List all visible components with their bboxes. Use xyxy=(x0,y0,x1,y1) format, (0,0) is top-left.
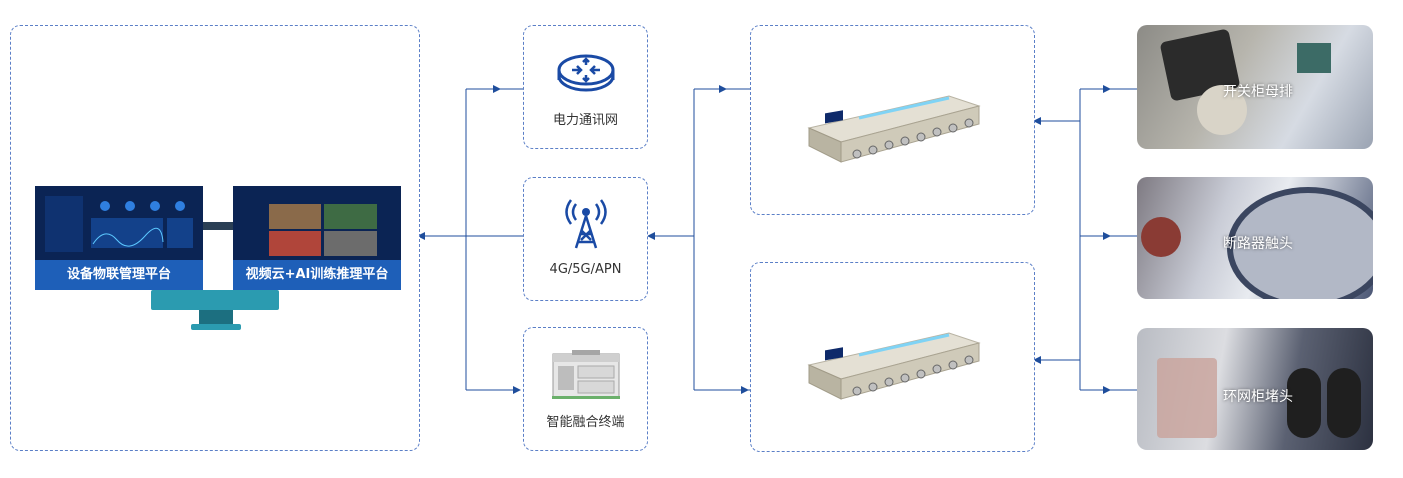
network-box-terminal: 智能融合终端 xyxy=(523,327,648,451)
network-label-power-comm: 电力通讯网 xyxy=(552,113,618,128)
sensor-panel-ring-main: 环网柜堵头 xyxy=(1137,328,1373,450)
platform-panel: 设备物联管理平台 视频云+AI训练推理平台 xyxy=(10,25,420,451)
network-label-cellular: 4G/5G/APN xyxy=(549,262,622,277)
terminal-device-icon xyxy=(552,350,620,404)
video-grid-graphic xyxy=(269,204,377,256)
ring-main-photo-plug xyxy=(1157,358,1217,438)
ring-main-photo-cable-2 xyxy=(1327,368,1361,438)
cell-tower-icon xyxy=(562,196,610,254)
network-box-cellular: 4G/5G/APN xyxy=(523,177,648,301)
reader-box-top xyxy=(750,25,1035,215)
monitor-foot xyxy=(191,324,241,330)
device-iot-screen: 设备物联管理平台 xyxy=(35,186,203,290)
breaker-photo-ring xyxy=(1227,187,1373,299)
busbar-photo-sensor xyxy=(1297,43,1331,73)
sensor-label-breaker: 断路器触头 xyxy=(1223,236,1293,252)
video-ai-label: 视频云+AI训练推理平台 xyxy=(233,260,401,290)
monitor-base xyxy=(199,310,233,326)
network-box-power-comm: 电力通讯网 xyxy=(523,25,648,149)
rfid-reader-icon xyxy=(799,315,989,409)
sensor-label-ring-main: 环网柜堵头 xyxy=(1223,389,1293,405)
device-iot-label: 设备物联管理平台 xyxy=(35,260,203,290)
reader-box-bottom xyxy=(750,262,1035,452)
dashboard-graphic xyxy=(45,196,195,252)
sensor-panel-busbar: 开关柜母排 xyxy=(1137,25,1373,149)
sensor-label-busbar: 开关柜母排 xyxy=(1223,84,1293,100)
router-icon xyxy=(557,48,615,102)
ring-main-photo-cable-1 xyxy=(1287,368,1321,438)
rfid-reader-icon xyxy=(799,78,989,172)
screen-connector xyxy=(201,222,235,230)
video-ai-screen: 视频云+AI训练推理平台 xyxy=(233,186,401,290)
network-label-terminal: 智能融合终端 xyxy=(546,415,625,430)
monitor-stand xyxy=(151,290,279,310)
breaker-photo-knob xyxy=(1141,217,1181,257)
busbar-photo-bolt xyxy=(1197,85,1247,135)
sensor-panel-breaker: 断路器触头 xyxy=(1137,177,1373,299)
